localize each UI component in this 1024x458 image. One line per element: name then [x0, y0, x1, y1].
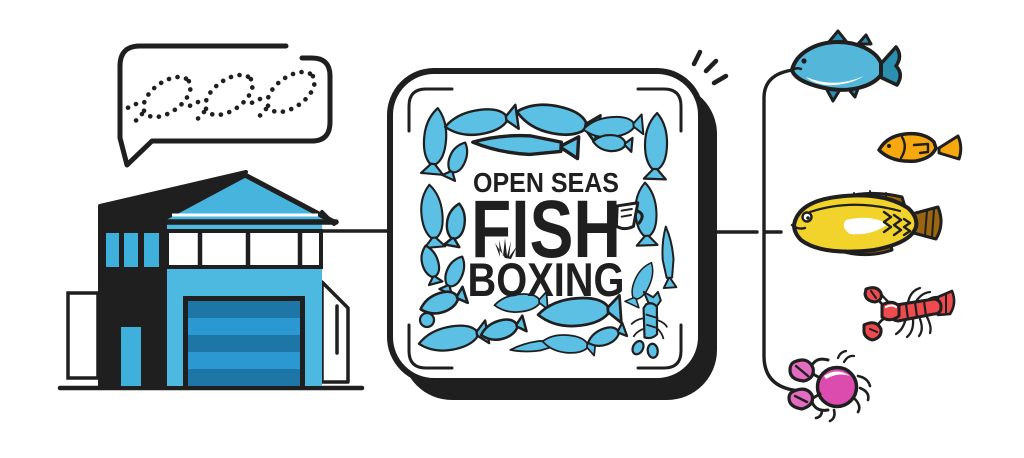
gable-roof [149, 172, 339, 226]
corner-brackets [407, 87, 683, 370]
bubble-outline [117, 43, 333, 168]
box-title-line2: FISH [471, 184, 621, 275]
box-title-line3: BOXING [468, 253, 625, 306]
window-band [165, 229, 323, 269]
bracket-line [762, 68, 804, 393]
fish-boxing-box: OPEN SEAS FISH BOXING [387, 49, 729, 400]
box-title-line1: OPEN SEAS [473, 167, 619, 198]
annex-left [66, 291, 100, 380]
connector-lines [319, 68, 804, 393]
fish-pattern [415, 96, 678, 359]
tuna-icon [790, 29, 902, 103]
side-windows [106, 233, 159, 267]
flounder-icon [790, 190, 943, 257]
crayfish-icon [630, 290, 668, 359]
sparkle-marks-icon [691, 49, 729, 86]
garage-door [183, 296, 305, 386]
fish-hook-mug-icon [614, 201, 644, 231]
side-door [121, 327, 141, 386]
warehouse-icon [57, 170, 365, 391]
speech-bubble-fish-icon [117, 43, 333, 168]
lobster-icon [862, 286, 956, 342]
small-fish-icon [877, 131, 963, 164]
annex-right [320, 280, 350, 384]
seaweed-tuft-icon [495, 238, 517, 259]
crab-icon [787, 349, 872, 423]
